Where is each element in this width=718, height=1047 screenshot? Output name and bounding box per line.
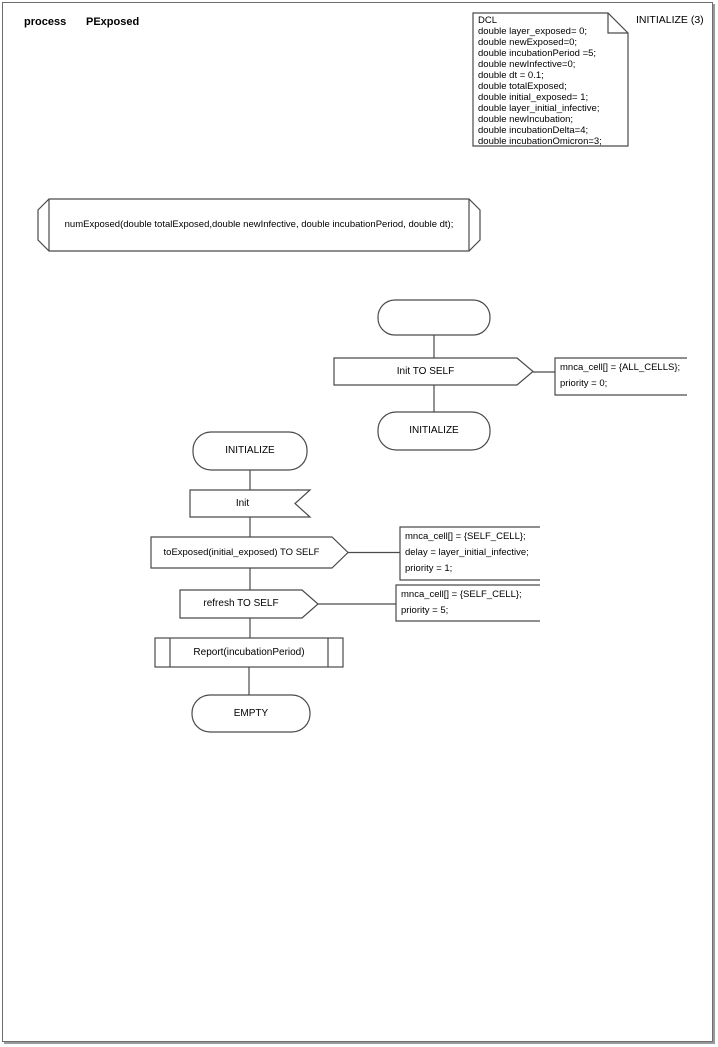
procedure-declaration-label: numExposed(double totalExposed,double ne… <box>64 219 454 230</box>
input-init-shape[interactable] <box>189 489 312 518</box>
procedure-call-label: Report(incubationPeriod) <box>193 647 305 658</box>
declaration-text-block: DCL double layer_exposed= 0; double newE… <box>478 15 626 147</box>
state-empty-label: EMPTY <box>233 708 269 719</box>
output-refresh-label: refresh TO SELF <box>203 598 279 609</box>
dcl-line: double newIncubation; <box>478 114 574 125</box>
dcl-line: double newExposed=0; <box>478 37 578 48</box>
procedure-declaration-caps <box>48 199 470 251</box>
folded-corner-icon <box>607 13 628 34</box>
comment-line: priority = 5; <box>401 605 449 616</box>
dcl-line: double totalExposed; <box>478 81 567 92</box>
output-init-shape[interactable] <box>333 357 534 386</box>
dcl-line: double incubationDelta=4; <box>478 125 589 136</box>
process-name-label: PExposed <box>86 16 140 28</box>
comment-line: mnca_cell[] = {SELF_CELL}; <box>401 589 522 600</box>
comment-line: priority = 0; <box>560 378 608 389</box>
start-symbol[interactable] <box>377 299 491 336</box>
comment-refresh-text: mnca_cell[] = {SELF_CELL}; priority = 5; <box>401 587 522 619</box>
page-label: INITIALIZE (3) <box>636 14 704 26</box>
output-refresh-shape[interactable] <box>179 589 319 619</box>
dcl-line: double incubationPeriod =5; <box>478 48 597 59</box>
dcl-line: double newInfective=0; <box>478 59 576 70</box>
comment-line: mnca_cell[] = {ALL_CELLS}; <box>560 362 681 373</box>
declaration-note-shape[interactable] <box>472 12 629 147</box>
comment-init-bracket[interactable] <box>554 357 687 396</box>
dcl-line: DCL <box>478 15 498 26</box>
input-init-label: Init <box>235 498 250 509</box>
comment-toexposed-bracket[interactable] <box>399 526 540 581</box>
dcl-line: double incubationOmicron=3; <box>478 136 602 147</box>
output-init-label: Init TO SELF <box>396 366 455 377</box>
state-initialize-left-label: INITIALIZE <box>225 445 275 456</box>
comment-line: delay = layer_initial_infective; <box>405 547 529 558</box>
dcl-line: double layer_exposed= 0; <box>478 26 588 37</box>
process-kind-label: process <box>24 16 67 28</box>
dcl-line: double layer_initial_infective; <box>478 103 600 114</box>
comment-init-text: mnca_cell[] = {ALL_CELLS}; priority = 0; <box>560 360 680 392</box>
state-initialize-right-label: INITIALIZE <box>409 425 459 436</box>
output-toexposed-shape[interactable] <box>150 536 349 569</box>
comment-line: mnca_cell[] = {SELF_CELL}; <box>405 531 526 542</box>
procedure-call-side-bars <box>169 638 329 667</box>
state-initialize-right[interactable] <box>377 411 491 451</box>
dcl-line: double dt = 0.1; <box>478 70 544 81</box>
state-empty[interactable] <box>191 694 311 733</box>
output-toexposed-label: toExposed(initial_exposed) TO SELF <box>163 547 320 558</box>
comment-toexposed-text: mnca_cell[] = {SELF_CELL}; delay = layer… <box>405 529 529 577</box>
comment-line: priority = 1; <box>405 563 453 574</box>
comment-refresh-bracket[interactable] <box>395 584 540 622</box>
dcl-line: double initial_exposed= 1; <box>478 92 589 103</box>
